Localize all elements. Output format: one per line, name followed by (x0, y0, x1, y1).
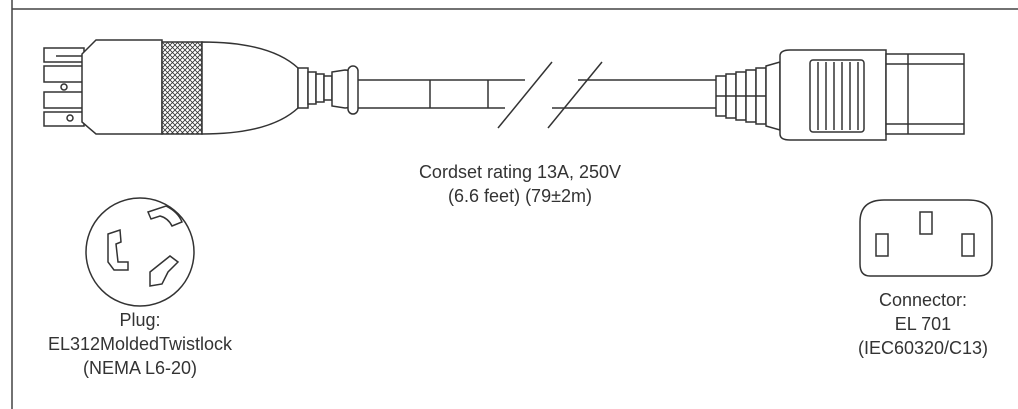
cord-break-mark (497, 61, 553, 129)
connector-face-pin (919, 211, 933, 235)
connector-face-pin (961, 233, 975, 257)
connector-strain-relief (715, 61, 781, 131)
plug-title-text: Plug: (119, 310, 161, 330)
plug-grip (161, 41, 203, 135)
connector-side-view (715, 49, 965, 141)
connector-face-pin (875, 233, 889, 257)
plug-model-text: EL312MoldedTwistlock (47, 334, 233, 354)
cord (358, 61, 716, 129)
cordset-rating-text: Cordset rating 13A, 250V (418, 162, 622, 182)
plug-standard-text: (NEMA L6-20) (82, 358, 198, 378)
plug-face-slot (149, 255, 180, 287)
connector-head (885, 53, 965, 135)
plug-label: Plug: EL312MoldedTwistlock (NEMA L6-20) (20, 308, 260, 380)
connector-label: Connector: EL 701 (IEC60320/C13) (830, 288, 1016, 360)
connector-standard-text: (IEC60320/C13) (857, 338, 989, 358)
connector-title-text: Connector: (878, 290, 968, 310)
frame (11, 0, 1018, 409)
plug-strain-relief (297, 65, 359, 115)
cord-break-mark (547, 61, 603, 129)
cordset-length-text: (6.6 feet) (79±2m) (448, 186, 592, 206)
plug-side-view (43, 39, 359, 135)
plug-face-view (85, 197, 195, 307)
plug-prongs (43, 47, 85, 127)
connector-face-view (859, 199, 993, 277)
plug-body (81, 39, 163, 135)
connector-model-text: EL 701 (894, 314, 952, 334)
cordset-label: Cordset rating 13A, 250V (6.6 feet) (79±… (380, 160, 660, 208)
plug-face-slot (107, 228, 129, 271)
plug-face-slot (146, 205, 183, 227)
